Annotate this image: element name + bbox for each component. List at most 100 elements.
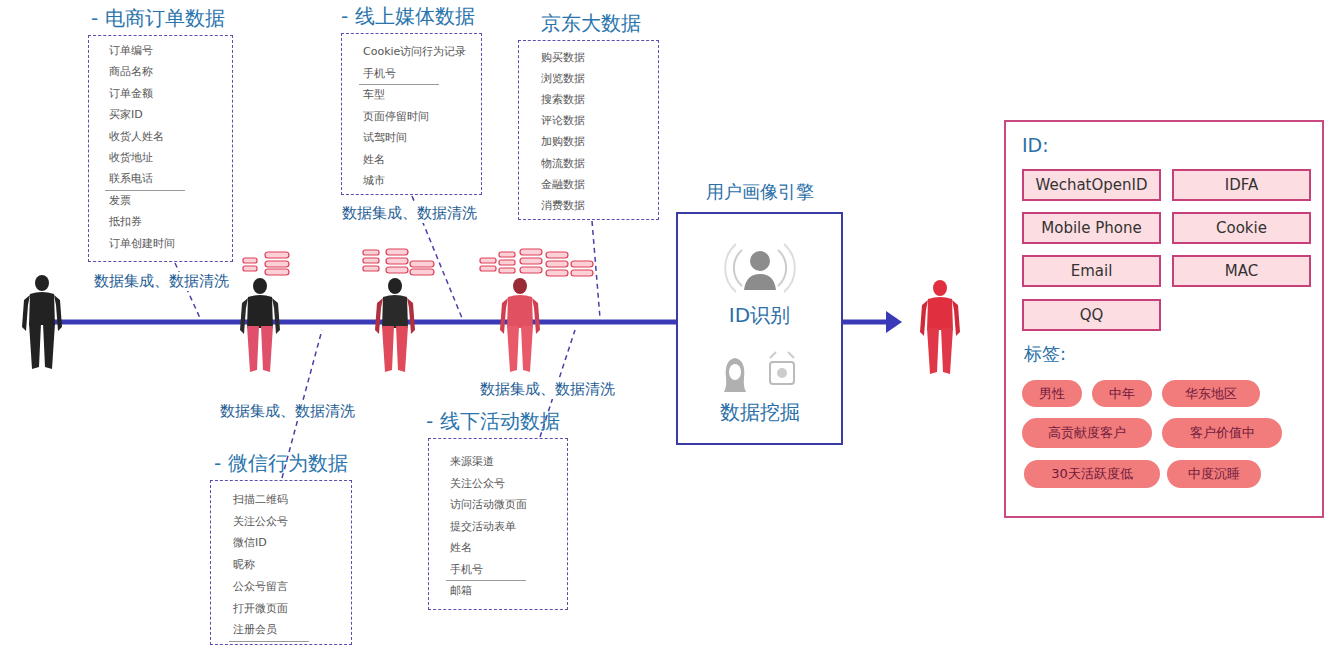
engine-icon xyxy=(725,244,736,292)
section-heading: - 电商订单数据 xyxy=(91,6,225,30)
leader-line xyxy=(592,221,600,318)
field-item: 收货地址 xyxy=(109,151,153,165)
data-chip xyxy=(386,267,408,273)
field-item: 评论数据 xyxy=(541,114,585,128)
field-item: 姓名 xyxy=(363,153,385,167)
process-label: 数据集成、数据清洗 xyxy=(340,204,479,223)
person-figure xyxy=(507,295,533,328)
profile-panel: ID:标签:WechatOpenIDIDFAMobile PhoneCookie… xyxy=(1004,120,1324,518)
field-item: 关注公众号 xyxy=(233,515,288,529)
id-text: Cookie xyxy=(1216,219,1267,237)
engine-icon xyxy=(729,364,741,380)
field-item: 扫描二维码 xyxy=(233,493,288,507)
tag-pill: 男性 xyxy=(1022,380,1082,407)
engine-icon xyxy=(777,368,787,378)
field-item: 关注公众号 xyxy=(450,477,505,491)
id-box: WechatOpenID xyxy=(1022,169,1161,201)
field-item: 发票 xyxy=(109,194,131,208)
data-chip xyxy=(386,258,408,264)
field-item: 城市 xyxy=(363,174,385,188)
data-chip xyxy=(265,252,289,258)
person-figure xyxy=(35,275,49,291)
person-figure xyxy=(382,326,408,372)
section-heading: - 线下活动数据 xyxy=(426,409,560,433)
engine-box: 用户画像引擎ID识别数据挖掘 xyxy=(676,212,843,445)
person-figure xyxy=(253,278,267,294)
field-item: 车型 xyxy=(363,88,385,102)
field-item: 买家ID xyxy=(109,108,143,122)
field-item: 浏览数据 xyxy=(541,72,585,86)
section-heading: - 线上媒体数据 xyxy=(341,4,475,28)
person-figure xyxy=(920,280,960,374)
id-box: Cookie xyxy=(1172,212,1311,244)
id-box: QQ xyxy=(1022,299,1161,331)
process-label: 数据集成、数据清洗 xyxy=(478,380,617,399)
panel-heading: ID: xyxy=(1022,134,1049,156)
leader-line xyxy=(175,196,600,478)
person-figure xyxy=(22,275,62,369)
data-source-box: - 电商订单数据订单编号商品名称订单金额买家ID收货人姓名收货地址联系电话发票抵… xyxy=(88,35,233,262)
person-figure xyxy=(513,278,527,294)
id-text: IDFA xyxy=(1225,176,1259,194)
tag-pill: 客户价值中 xyxy=(1162,418,1282,448)
field-item: Cookie访问行为记录 xyxy=(363,45,466,59)
data-chip xyxy=(520,249,542,255)
field-item: 抵扣券 xyxy=(109,215,142,229)
field-item: 打开微页面 xyxy=(233,602,288,616)
field-item: 邮箱 xyxy=(450,584,472,598)
tag-pill: 中年 xyxy=(1092,380,1152,407)
id-text: WechatOpenID xyxy=(1035,176,1147,194)
data-chip xyxy=(499,260,515,265)
data-chip xyxy=(571,270,593,276)
id-box: IDFA xyxy=(1172,169,1311,201)
field-item: 手机号 xyxy=(363,67,396,81)
field-item: 公众号留言 xyxy=(233,580,288,594)
field-item: 物流数据 xyxy=(541,157,585,171)
data-chip xyxy=(363,250,379,255)
person-figure xyxy=(247,326,273,372)
person-figure xyxy=(500,298,540,334)
engine-function: ID识别 xyxy=(678,302,841,329)
data-chip xyxy=(363,258,379,263)
separator-line xyxy=(446,580,526,581)
person-figure xyxy=(933,280,947,296)
panel-heading: 标签: xyxy=(1024,342,1066,366)
tag-text: 中度沉睡 xyxy=(1188,465,1240,483)
tag-text: 客户价值中 xyxy=(1190,424,1255,442)
engine-title: 用户画像引擎 xyxy=(678,180,841,204)
field-item: 商品名称 xyxy=(109,65,153,79)
separator-line xyxy=(105,190,185,191)
data-chip xyxy=(410,269,434,275)
field-item: 页面停留时间 xyxy=(363,110,429,124)
engine-icon xyxy=(784,244,795,292)
field-item: 收货人姓名 xyxy=(109,130,164,144)
id-box: Email xyxy=(1022,255,1161,287)
person-figure xyxy=(375,298,415,334)
tag-text: 男性 xyxy=(1039,385,1065,403)
field-item: 姓名 xyxy=(450,541,472,555)
person-figure xyxy=(507,326,533,372)
data-chip xyxy=(546,270,568,276)
engine-icon xyxy=(770,362,794,384)
process-label: 数据集成、数据清洗 xyxy=(218,402,357,421)
id-box: MAC xyxy=(1172,255,1311,287)
engine-icon xyxy=(778,250,786,286)
tag-text: 中年 xyxy=(1109,385,1135,403)
field-item: 微信ID xyxy=(233,536,267,550)
data-chip xyxy=(265,269,289,275)
data-chip xyxy=(499,268,515,273)
data-chip xyxy=(265,261,289,267)
field-item: 金融数据 xyxy=(541,178,585,192)
field-item: 订单金额 xyxy=(109,87,153,101)
person-figure xyxy=(382,295,408,328)
id-text: QQ xyxy=(1080,306,1104,324)
person-figure xyxy=(375,278,415,372)
tag-text: 30天活跃度低 xyxy=(1051,465,1133,483)
process-label: 数据集成、数据清洗 xyxy=(92,272,231,291)
engine-icon xyxy=(750,251,770,271)
person-figure xyxy=(927,328,953,374)
data-chip xyxy=(520,267,542,273)
data-chip xyxy=(480,266,496,271)
person-figure xyxy=(29,323,55,369)
